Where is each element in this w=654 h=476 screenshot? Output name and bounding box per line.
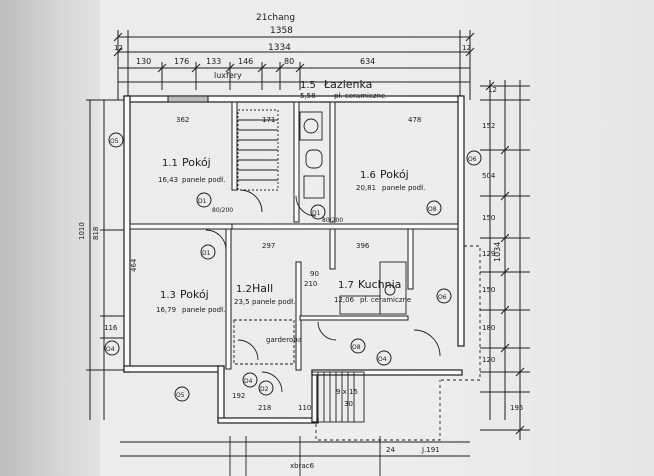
room-1-1-num: 1.1 <box>162 158 178 169</box>
dim-12-right: 12 <box>462 44 471 52</box>
opening-markers <box>104 132 482 402</box>
dim-right-12: 12 <box>488 86 497 94</box>
dim-j191: J.191 <box>421 446 440 454</box>
room-1-6-area: 20,81 <box>356 184 376 192</box>
page-binding-shadow <box>0 0 100 476</box>
dim-90: 90 <box>310 270 319 278</box>
dim-right-129: 129 <box>482 250 495 258</box>
dim-left-464: 464 <box>130 258 138 272</box>
room-1-5-floor: pł. ceramiczne <box>334 92 385 100</box>
door-d1-label: D1 <box>198 198 207 205</box>
dim-362: 362 <box>176 116 189 124</box>
dim-right-504: 504 <box>482 172 496 180</box>
dim-right-150: 150 <box>482 214 495 222</box>
window-o5-label: O5 <box>110 138 119 145</box>
dim-634: 634 <box>360 57 375 66</box>
top-dimension-lines <box>113 30 475 100</box>
label-stairs: 9 x 15 <box>336 388 358 396</box>
dim-right-120: 120 <box>482 356 495 364</box>
dim-left-1010: 1010 <box>78 222 86 240</box>
stair-and-fixtures <box>120 109 481 476</box>
room-1-3-floor: panele podł. <box>182 306 225 314</box>
window-o4-label: O4 <box>378 356 387 363</box>
window-o6-label: O6 <box>468 156 477 163</box>
dim-right-195: 195 <box>510 404 523 412</box>
room-1-6-floor: panele podł. <box>382 184 425 192</box>
door-80-200-a: 80/200 <box>212 207 233 214</box>
dim-146: 146 <box>238 57 253 66</box>
room-1-2-floor: panele podł. <box>252 298 295 306</box>
label-garderoba: garderoba <box>266 336 302 344</box>
dim-110: 110 <box>298 404 311 412</box>
room-1-6-num: 1.6 <box>360 170 376 181</box>
door-d1b-label: D1 <box>312 210 321 217</box>
dim-left-116: 116 <box>104 324 118 332</box>
window-o8b-label: O8 <box>352 344 361 351</box>
dim-24: 24 <box>386 446 395 454</box>
door-80-200-b: 80/200 <box>322 217 343 224</box>
dim-210: 210 <box>304 280 317 288</box>
door-d2-label: D2 <box>260 386 269 393</box>
left-dimension-lines <box>86 99 128 420</box>
room-1-2-area: 23,5 <box>234 298 250 306</box>
room-1-7-num: 1.7 <box>338 280 354 291</box>
room-1-1-name: Pokój <box>182 156 211 169</box>
room-1-7-name: Kuchnia <box>358 278 401 291</box>
room-1-1-area: 16,43 <box>158 176 178 184</box>
label-luxfery: luxfery <box>214 71 242 80</box>
dim-overall-1334: 1334 <box>268 43 291 53</box>
window-o5b-label: O5 <box>176 392 185 399</box>
room-1-2-name: Hall <box>252 282 273 295</box>
dim-overall-1358: 1358 <box>270 26 293 36</box>
dim-right-180: 180 <box>482 324 495 332</box>
right-dimension-lines <box>480 80 530 440</box>
room-1-1-floor: panele podł. <box>182 176 225 184</box>
dim-right-150b: 150 <box>482 286 495 294</box>
room-1-3-name: Pokój <box>180 288 209 301</box>
room-1-7-area: 12,06 <box>334 296 355 304</box>
dim-right-152: 152 <box>482 122 495 130</box>
walls <box>123 95 465 424</box>
dim-218: 218 <box>258 404 271 412</box>
dim-zigzag: 21chang <box>256 13 295 23</box>
room-1-5-name: Łazienka <box>323 78 372 91</box>
room-1-5-area: 5,58 <box>300 92 316 100</box>
dim-133: 133 <box>206 57 221 66</box>
window-o8-label: O8 <box>428 206 437 213</box>
window-o4b-label: O4 <box>106 346 115 353</box>
opening-labels: O5 O6 D1 D1 O8 D1 O6 O8 O4 O4 O5 D4 D2 8… <box>106 138 477 399</box>
room-1-7-floor: pł. ceramiczne <box>360 296 411 304</box>
dimension-labels: 21chang 1358 1334 12 12 130 176 133 146 … <box>78 13 523 454</box>
room-1-2-num: 1.2 <box>236 284 252 295</box>
room-1-6-name: Pokój <box>380 168 409 181</box>
dim-297: 297 <box>262 242 275 250</box>
dim-80: 80 <box>284 57 294 66</box>
dim-130: 130 <box>136 57 151 66</box>
dim-12-left: 12 <box>114 44 123 52</box>
dim-192: 192 <box>232 392 245 400</box>
room-1-5-num: 1.5 <box>300 80 316 91</box>
room-labels: 1.1 Pokój 16,43 panele podł. 1.3 Pokój 1… <box>156 78 425 470</box>
dim-176: 176 <box>174 57 189 66</box>
dim-478: 478 <box>408 116 421 124</box>
room-1-3-area: 16,79 <box>156 306 176 314</box>
label-bottom: xbrac6 <box>290 462 315 470</box>
door-d1c-label: D1 <box>202 250 211 257</box>
door-d4-label: D4 <box>244 378 253 385</box>
dim-left-818: 818 <box>92 227 100 240</box>
dim-right-1034: 1034 <box>493 242 502 262</box>
window-o6b-label: O6 <box>438 294 447 301</box>
room-1-3-num: 1.3 <box>160 290 176 301</box>
dim-396: 396 <box>356 242 370 250</box>
dim-171: 171 <box>262 116 275 124</box>
label-stairs-30: 30 <box>344 400 353 408</box>
